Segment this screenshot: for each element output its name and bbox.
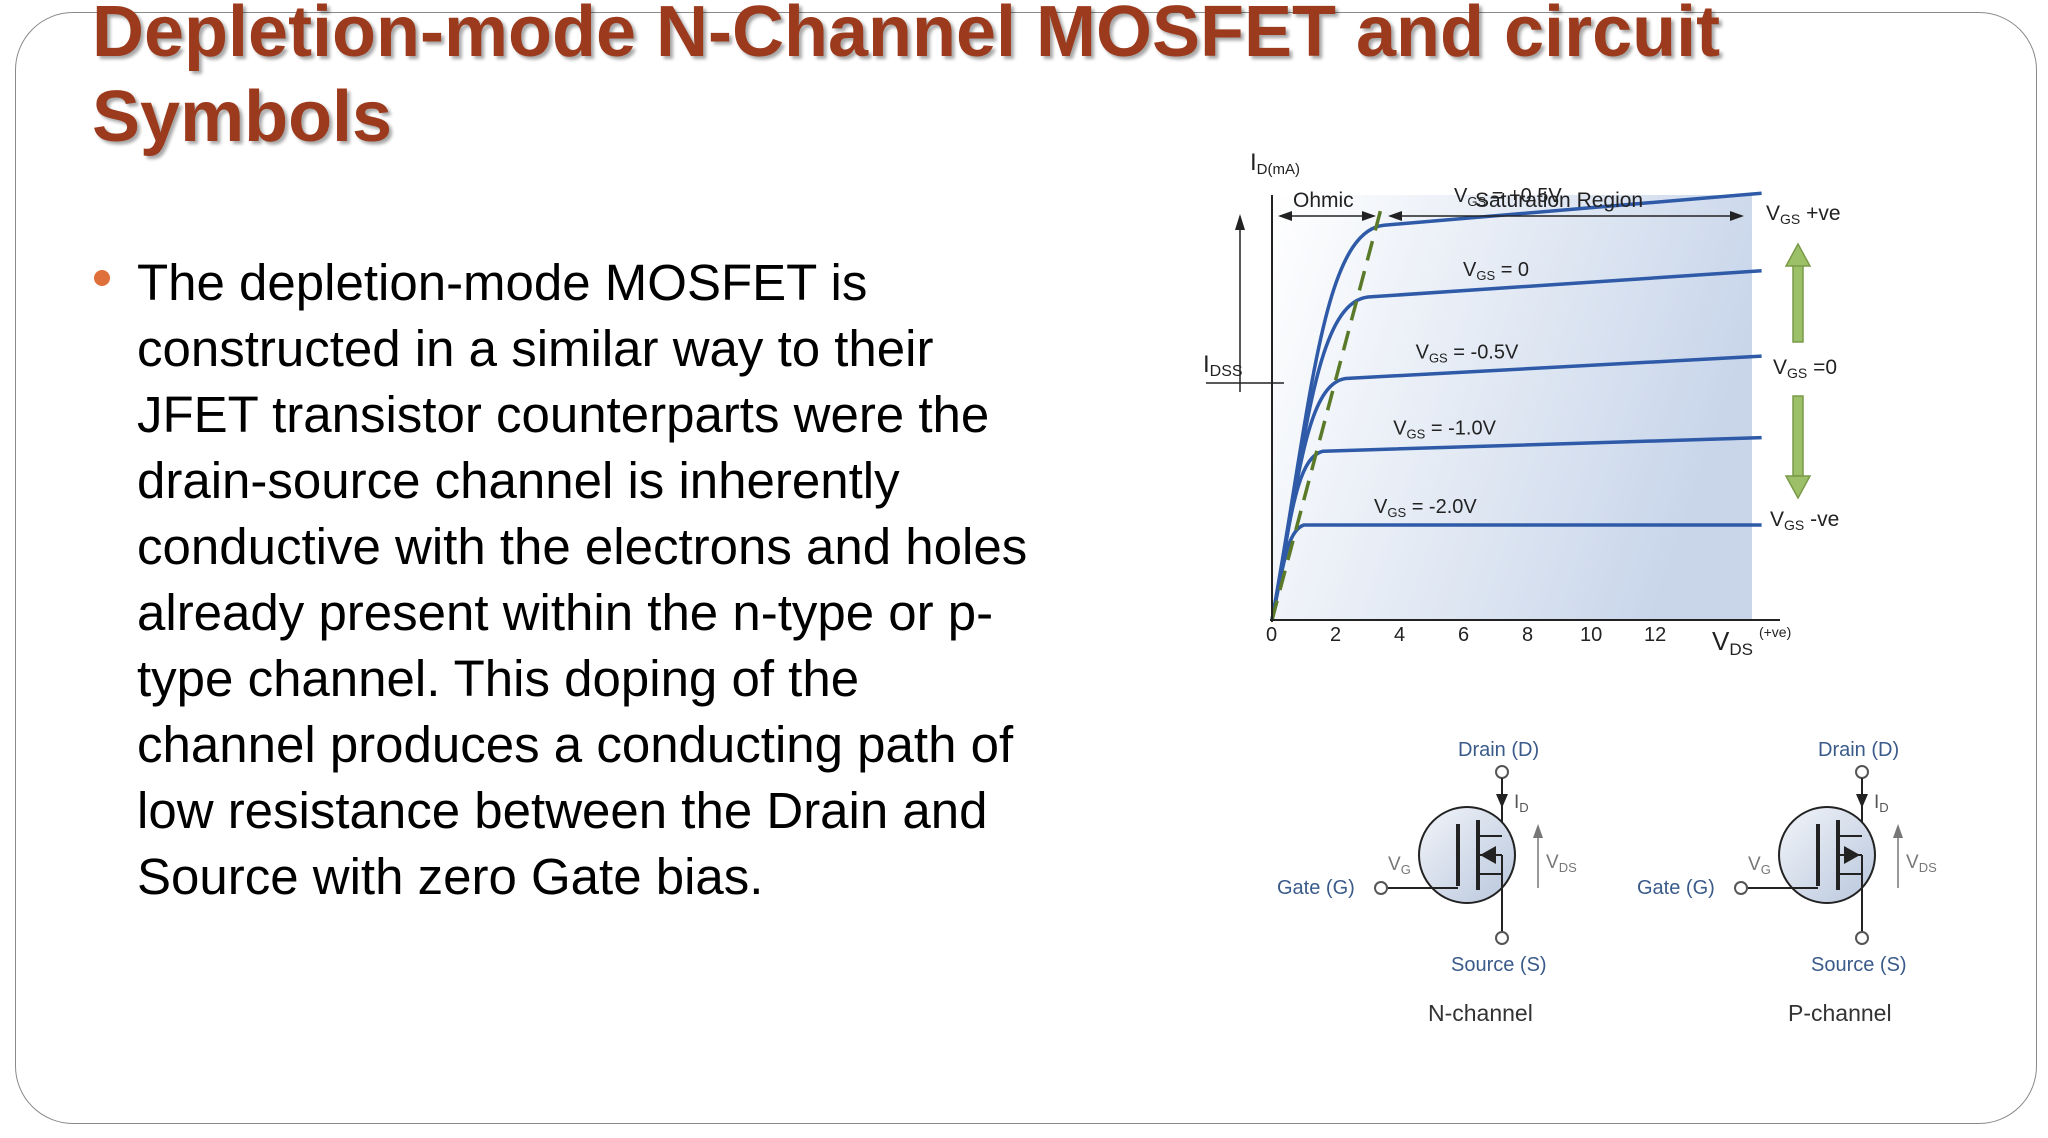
- p-source-terminal: [1855, 931, 1869, 945]
- n-gate-terminal: [1374, 881, 1388, 895]
- current-increase-arrowhead: [1235, 214, 1245, 230]
- saturation-label: Saturation Region: [1475, 189, 1643, 212]
- slide-title: Depletion-mode N-Channel MOSFET and circ…: [92, 0, 1721, 157]
- curve-label: VGS = +0.5V: [1454, 185, 1562, 209]
- ohmic-arrowhead-left: [1278, 211, 1292, 221]
- p-id-label: ID: [1874, 792, 1889, 815]
- n-channel-symbol: Drain (D) ID Source (S) Gate (G) VG VDS …: [1277, 739, 1577, 1026]
- n-vds-label: VDS: [1546, 852, 1577, 875]
- slide-frame: [15, 12, 2037, 1124]
- y-axis-label: ID(mA): [1250, 149, 1300, 178]
- n-drain-label: Drain (D): [1458, 739, 1539, 761]
- p-channel-arrow: [1844, 846, 1860, 864]
- curve-label: VGS = 0: [1463, 259, 1529, 283]
- vgs-negative-label: VGS -ve: [1770, 508, 1839, 533]
- x-tick-label: 8: [1522, 624, 1533, 646]
- ohmic-saturation-boundary: [1270, 204, 1384, 621]
- n-gate-label: Gate (G): [1277, 877, 1355, 899]
- vgs-positive-label: VGS +ve: [1766, 202, 1841, 227]
- vgs-up-arrow: [1784, 242, 1812, 343]
- x-tick-label: 0: [1266, 624, 1277, 646]
- n-channel-arrow: [1480, 846, 1496, 864]
- n-id-arrowhead: [1496, 794, 1508, 808]
- n-vg-label: VG: [1388, 854, 1411, 877]
- x-tick-label: 2: [1330, 624, 1341, 646]
- n-source-terminal: [1495, 931, 1509, 945]
- plot-background: [1272, 195, 1752, 620]
- x-tick-label: 4: [1394, 624, 1405, 646]
- n-body-circle: [1418, 806, 1516, 904]
- curve-label: VGS = -0.5V: [1416, 342, 1519, 366]
- bullet-marker: [94, 270, 110, 286]
- curve-label: VGS = -2.0V: [1374, 496, 1477, 520]
- p-gate-terminal: [1734, 881, 1748, 895]
- n-id-label: ID: [1514, 792, 1529, 815]
- n-drain-terminal: [1495, 765, 1509, 779]
- n-vds-arrowhead: [1533, 824, 1543, 838]
- n-channel-caption: N-channel: [1428, 1000, 1533, 1026]
- vgs-zero-label: VGS =0: [1773, 356, 1837, 381]
- p-id-arrowhead: [1856, 794, 1868, 808]
- p-vds-arrowhead: [1893, 824, 1903, 838]
- n-source-label: Source (S): [1451, 954, 1547, 976]
- ohmic-arrowhead-right: [1362, 211, 1376, 221]
- p-vds-label: VDS: [1906, 852, 1937, 875]
- saturation-arrowhead-left: [1388, 211, 1402, 221]
- curve-label: VGS = -1.0V: [1393, 417, 1496, 441]
- p-gate-label: Gate (G): [1637, 877, 1715, 899]
- saturation-arrowhead-right: [1730, 211, 1744, 221]
- mosfet-figure: VGS = +0.5V VGS = 0 VGS = -0.5V VGS = -1.0V…: [1203, 149, 1937, 1026]
- p-body-circle: [1778, 806, 1876, 904]
- x-tick-label: 6: [1458, 624, 1469, 646]
- vgs-down-arrow: [1784, 395, 1812, 500]
- x-tick-label: 12: [1644, 624, 1666, 646]
- x-axis-label: VDS(+ve): [1712, 624, 1791, 659]
- idss-label: IDSS: [1203, 351, 1243, 380]
- x-ticks: 0 2 4 6 8 10 12: [1266, 624, 1666, 646]
- p-source-label: Source (S): [1811, 954, 1907, 976]
- p-drain-label: Drain (D): [1818, 739, 1899, 761]
- ohmic-label: Ohmic: [1293, 189, 1354, 212]
- p-channel-symbol: Drain (D) ID Source (S) Gate (G) VG VDS …: [1637, 739, 1937, 1026]
- p-vg-label: VG: [1748, 854, 1771, 877]
- x-tick-label: 10: [1580, 624, 1602, 646]
- bullet-text: The depletion-mode MOSFET is constructed…: [137, 254, 1028, 905]
- p-channel-caption: P-channel: [1788, 1000, 1892, 1026]
- p-drain-terminal: [1855, 765, 1869, 779]
- chart: VGS = +0.5V VGS = 0 VGS = -0.5V VGS = -1.0V…: [1203, 149, 1841, 659]
